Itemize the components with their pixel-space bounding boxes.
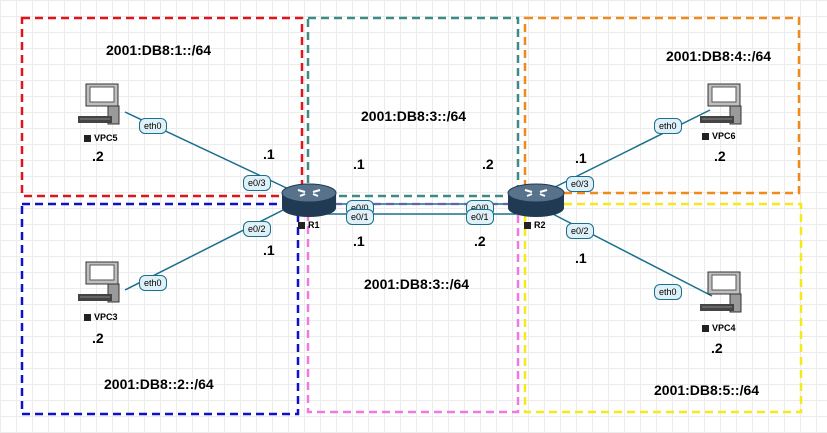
- device-label-r1: R1: [298, 220, 320, 230]
- zone-n3-top: [306, 16, 520, 198]
- host-id-r1-e03: .1: [263, 146, 275, 162]
- zone-n1: [20, 16, 304, 198]
- network-label-n2: 2001:DB8::2::/64: [104, 376, 214, 392]
- device-label-vpc3: VPC3: [84, 312, 118, 322]
- device-label-vpc6: VPC6: [702, 131, 736, 141]
- device-label-vpc5: VPC5: [84, 133, 118, 143]
- interface-r2-e01[interactable]: e0/1: [466, 209, 494, 225]
- interface-r1-e01[interactable]: e0/1: [346, 209, 374, 225]
- zone-n5: [523, 202, 803, 414]
- zone-n3-bottom: [306, 202, 520, 414]
- host-id-r1-e00: .1: [353, 156, 365, 172]
- host-id-r2-e03: .1: [575, 150, 587, 166]
- interface-r2-e03[interactable]: e0/3: [566, 176, 594, 192]
- host-id-r2-e02: .1: [575, 250, 587, 266]
- interface-r2-e02[interactable]: e0/2: [566, 223, 594, 239]
- network-label-n1: 2001:DB8:1::/64: [106, 42, 212, 58]
- network-label-n3-top: 2001:DB8:3::/64: [361, 108, 467, 124]
- host-id-vpc6: .2: [714, 148, 726, 164]
- device-label-r2: R2: [524, 220, 546, 230]
- interface-r1-e03[interactable]: e0/3: [243, 175, 271, 191]
- interface-vpc3-eth0[interactable]: eth0: [139, 275, 167, 291]
- host-id-vpc5: .2: [92, 148, 104, 164]
- zone-n4: [523, 16, 801, 195]
- device-label-vpc4: VPC4: [702, 323, 736, 333]
- interface-vpc4-eth0[interactable]: eth0: [654, 284, 682, 300]
- host-id-vpc3: .2: [92, 330, 104, 346]
- network-label-n4: 2001:DB8:4::/64: [666, 48, 772, 64]
- interface-vpc5-eth0[interactable]: eth0: [139, 118, 167, 134]
- host-id-r2-e00: .2: [482, 156, 494, 172]
- host-id-r1-e02: .1: [263, 242, 275, 258]
- computer-icon-vpc6[interactable]: [700, 83, 742, 125]
- router-r2[interactable]: [507, 183, 565, 217]
- computer-icon-vpc3[interactable]: [78, 261, 120, 303]
- network-label-n3-bottom: 2001:DB8:3::/64: [364, 276, 470, 292]
- host-id-vpc4: .2: [711, 340, 723, 356]
- computer-icon-vpc4[interactable]: [700, 271, 742, 313]
- computer-icon-vpc5[interactable]: [78, 83, 120, 125]
- router-r1[interactable]: [281, 183, 337, 217]
- interface-vpc6-eth0[interactable]: eth0: [654, 118, 682, 134]
- host-id-r2-e01: .2: [474, 233, 486, 249]
- network-label-n5: 2001:DB8:5::/64: [654, 382, 760, 398]
- zone-n2: [20, 202, 300, 416]
- host-id-r1-e01: .1: [353, 233, 365, 249]
- interface-r1-e02[interactable]: e0/2: [243, 221, 271, 237]
